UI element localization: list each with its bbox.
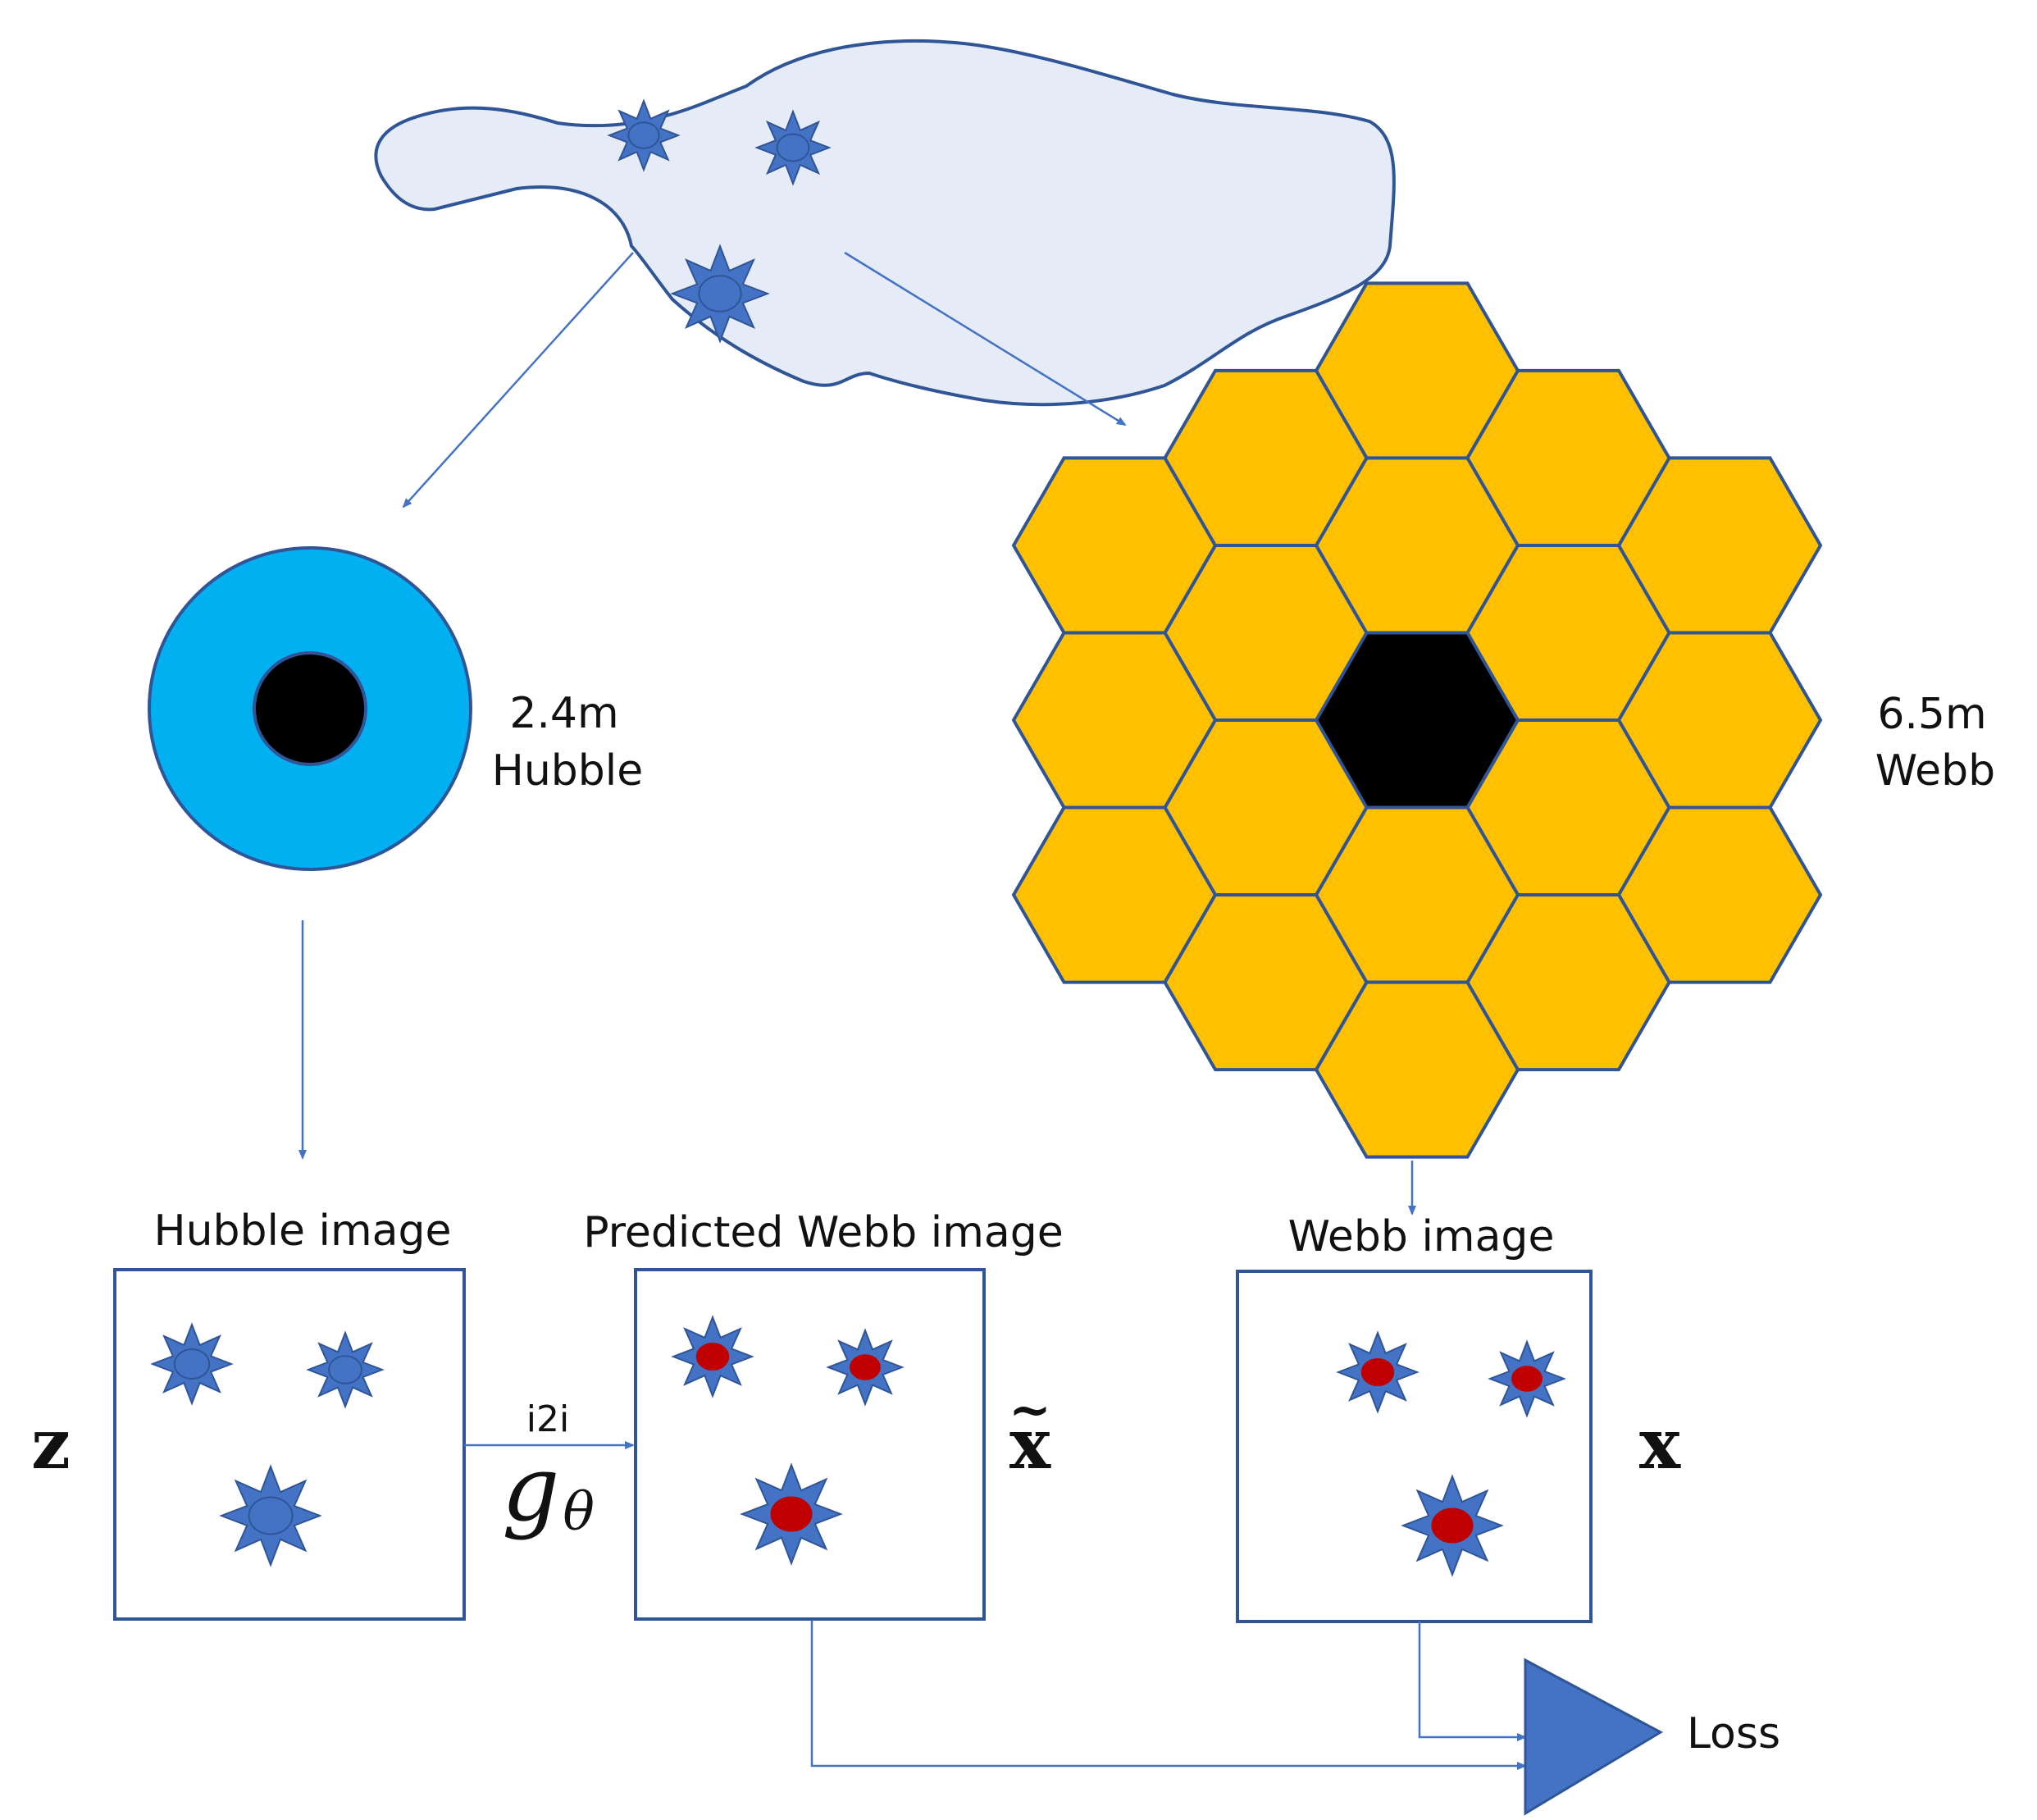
webb-image-panel bbox=[1236, 1270, 1593, 1623]
predicted-webb-image-title: Predicted Webb image bbox=[583, 1208, 1064, 1257]
g-theta-label: gθ bbox=[502, 1436, 595, 1543]
star-core bbox=[848, 1352, 882, 1382]
z-symbol: z bbox=[31, 1403, 71, 1485]
loss-triangle bbox=[1524, 1658, 1664, 1816]
hubble-image-title: Hubble image bbox=[153, 1206, 451, 1256]
webb-mirror bbox=[1011, 281, 1823, 1159]
star-core bbox=[1510, 1364, 1544, 1394]
webb-image-star-3 bbox=[1401, 1474, 1504, 1577]
i2i-label: i2i bbox=[526, 1398, 569, 1440]
arrow-cloud-to-webb bbox=[844, 251, 1127, 426]
x-tilde-symbol: x bbox=[1009, 1403, 1051, 1485]
predicted-webb-image-panel bbox=[634, 1268, 986, 1621]
cloud-shape bbox=[374, 39, 1396, 407]
connector-predicted-to-loss bbox=[810, 1620, 1527, 1770]
webb-image-star-2 bbox=[1488, 1339, 1566, 1418]
star-core bbox=[698, 275, 742, 312]
star-core bbox=[173, 1348, 211, 1380]
hubble-mirror bbox=[148, 546, 472, 871]
tilde-accent: ~ bbox=[1009, 1380, 1051, 1439]
hubble-image-star-2 bbox=[306, 1330, 385, 1409]
hubble-image-panel bbox=[113, 1268, 466, 1621]
hubble-image-star-3 bbox=[219, 1464, 322, 1567]
star-core bbox=[328, 1355, 362, 1384]
webb-image-star-1 bbox=[1336, 1330, 1420, 1414]
predicted-image-star-1 bbox=[671, 1315, 754, 1398]
webb-mirror-segment bbox=[1011, 631, 1218, 810]
hubble-image-star-1 bbox=[150, 1322, 234, 1406]
star-core bbox=[694, 1341, 731, 1372]
webb-image-frame bbox=[1236, 1270, 1593, 1623]
hubble-image-frame bbox=[113, 1268, 466, 1621]
webb-image-title: Webb image bbox=[1288, 1212, 1555, 1261]
webb-mirror-segment bbox=[1163, 368, 1369, 547]
cloud-star-2 bbox=[754, 109, 832, 186]
hubble-name-label: Hubble bbox=[492, 746, 644, 796]
connector-webb-to-loss bbox=[1418, 1622, 1527, 1741]
star-core bbox=[1429, 1506, 1475, 1545]
predicted-image-star-2 bbox=[826, 1328, 905, 1407]
cloud-star-1 bbox=[607, 98, 681, 172]
webb-mirror-segment bbox=[1163, 893, 1369, 1072]
star-core bbox=[1359, 1357, 1397, 1388]
webb-mirror-segment bbox=[1465, 368, 1671, 547]
arrow-cloud-to-hubble bbox=[402, 252, 634, 509]
webb-name-label: Webb bbox=[1875, 746, 1995, 796]
webb-size-label: 6.5m bbox=[1877, 690, 1986, 739]
loss-label: Loss bbox=[1687, 1709, 1780, 1758]
x-symbol: x bbox=[1639, 1403, 1681, 1485]
star-field-cloud bbox=[374, 39, 1396, 407]
predicted-webb-image-frame bbox=[634, 1268, 986, 1621]
webb-mirror-segment bbox=[1465, 893, 1671, 1072]
hubble-size-label: 2.4m bbox=[509, 689, 618, 738]
webb-mirror-segment bbox=[1616, 631, 1823, 810]
star-core bbox=[776, 133, 810, 162]
cloud-star-3 bbox=[670, 244, 770, 344]
predicted-image-star-3 bbox=[740, 1462, 843, 1566]
hubble-obscuration bbox=[253, 651, 367, 766]
g-symbol: g bbox=[502, 1436, 559, 1541]
star-core bbox=[627, 121, 660, 149]
star-core bbox=[768, 1494, 814, 1534]
star-core bbox=[248, 1496, 294, 1535]
theta-subscript: θ bbox=[563, 1482, 595, 1543]
